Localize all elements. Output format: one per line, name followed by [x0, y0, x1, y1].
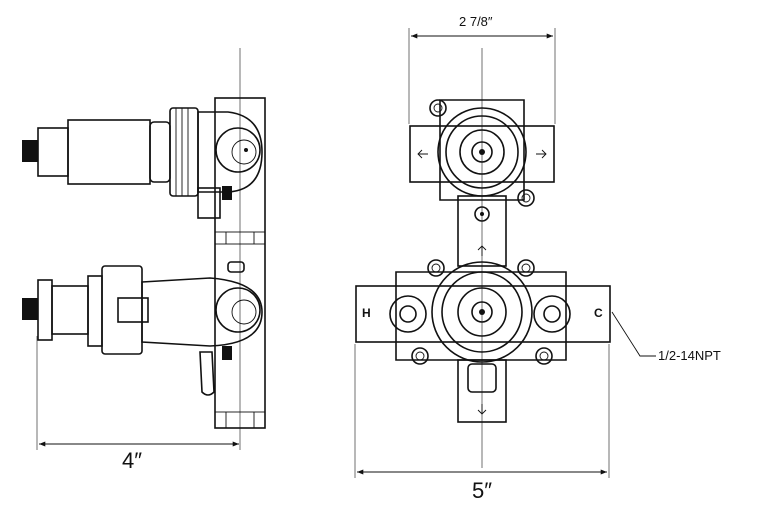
- upper-cartridge: [22, 107, 263, 219]
- lower-cartridge: [22, 261, 263, 396]
- side-view: [22, 48, 266, 450]
- cold-port-label: C: [594, 306, 603, 320]
- top-width-dimension-label: 2 7/8″: [459, 14, 493, 29]
- hot-port-label: H: [362, 306, 371, 320]
- thread-spec-label: 1/2-14NPT: [658, 348, 721, 363]
- side-depth-dimension-label: 4″: [122, 448, 143, 473]
- bottom-valve: [355, 259, 611, 423]
- front-view: [354, 28, 656, 478]
- front-width-dimension-label: 5″: [472, 478, 493, 503]
- top-valve: [409, 99, 555, 267]
